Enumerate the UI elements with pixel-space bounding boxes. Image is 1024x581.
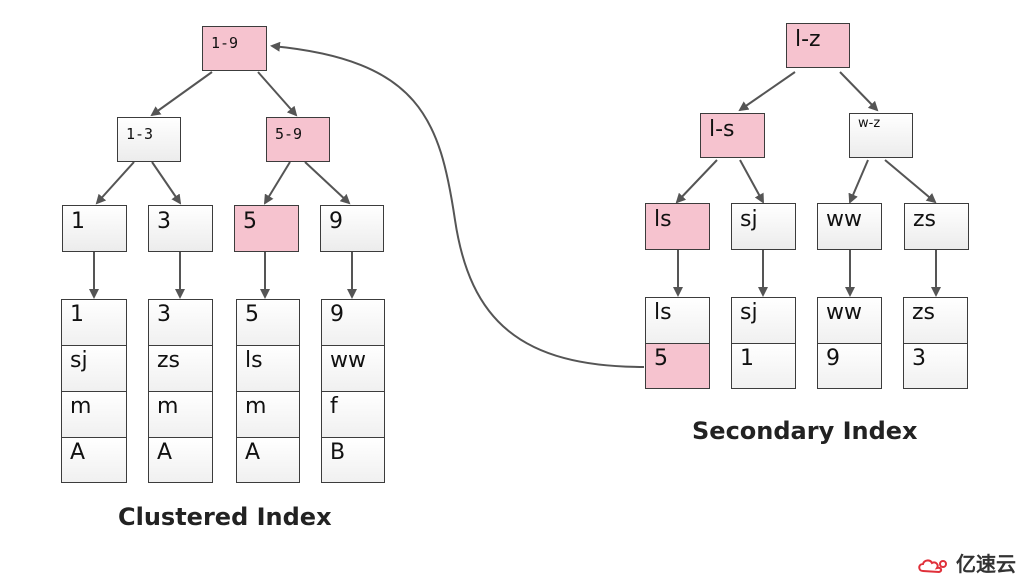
record-cell: m — [236, 391, 300, 438]
record-cell: 5 — [236, 299, 300, 346]
record-cell: 3 — [148, 299, 213, 346]
edge-lz-to-ls — [738, 71, 796, 112]
edge-1-3-to-1 — [95, 161, 135, 205]
primary-key-cell: 1 — [731, 343, 796, 389]
record-cell: A — [61, 437, 127, 483]
record-cell: sj — [61, 345, 127, 392]
clustered-leaf-5: 5 — [234, 205, 299, 252]
clustered-leaf-9: 9 — [320, 205, 384, 252]
record-cell: ls — [645, 297, 710, 344]
record-cell: m — [148, 391, 213, 438]
secondary-leaf-ls: ls — [645, 203, 710, 250]
record-cell: f — [321, 391, 385, 438]
edge-l-s-to-ls — [675, 159, 718, 204]
clustered-leaf-3: 3 — [148, 205, 213, 252]
secondary-internal-node-w-z: w-z — [849, 113, 913, 158]
edge-5-9-to-9 — [304, 161, 351, 205]
clustered-leaf-1: 1 — [62, 205, 127, 252]
record-cell: ls — [236, 345, 300, 392]
record-cell: zs — [148, 345, 213, 392]
edge-w-z-to-zs — [884, 159, 937, 204]
record-cell: B — [321, 437, 385, 483]
edge-1-3-to-3 — [151, 161, 182, 205]
edge-w-z-to-ww — [848, 159, 869, 204]
edge-root-to-1-3 — [150, 71, 213, 117]
record-cell: sj — [731, 297, 796, 344]
clustered-internal-node-1-3: 1-3 — [117, 117, 181, 162]
secondary-internal-node-l-s: l-s — [700, 113, 765, 158]
cloud-logo-icon — [918, 559, 948, 573]
record-cell: m — [61, 391, 127, 438]
watermark: 亿速云 — [917, 548, 1016, 577]
secondary-leaf-zs: zs — [904, 203, 969, 250]
clustered-internal-node-5-9: 5-9 — [266, 117, 330, 162]
record-cell: A — [236, 437, 300, 483]
watermark-text: 亿速云 — [956, 552, 1016, 576]
edge-lz-to-wz — [839, 71, 879, 112]
secondary-root-node: l-z — [786, 23, 850, 68]
clustered-root-node: 1-9 — [202, 26, 267, 71]
record-cell: 1 — [61, 299, 127, 346]
primary-key-cell: 9 — [817, 343, 882, 389]
edge-root-to-5-9 — [257, 71, 298, 117]
record-cell: ww — [321, 345, 385, 392]
record-cell: A — [148, 437, 213, 483]
record-cell: 9 — [321, 299, 385, 346]
record-cell: ww — [817, 297, 882, 344]
secondary-leaf-ww: ww — [817, 203, 882, 250]
secondary-index-label: Secondary Index — [692, 417, 918, 445]
edge-l-s-to-sj — [739, 159, 764, 204]
primary-key-cell: 5 — [645, 343, 710, 389]
record-cell: zs — [903, 297, 968, 344]
primary-key-cell: 3 — [903, 343, 968, 389]
secondary-leaf-sj: sj — [731, 203, 796, 250]
edge-5-9-to-5 — [263, 161, 291, 205]
clustered-index-label: Clustered Index — [118, 503, 332, 531]
edge-pk-lookup — [270, 41, 645, 368]
